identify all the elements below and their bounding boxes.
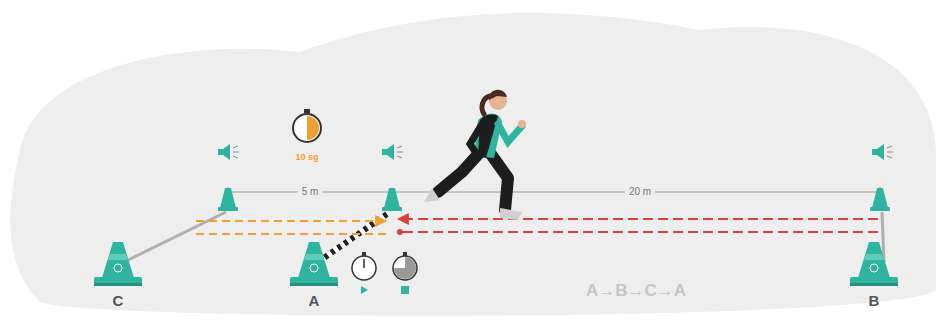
stopwatch-stop [393, 252, 417, 294]
distance-label: 20 m [625, 186, 655, 197]
cone-shape [848, 240, 900, 290]
stopwatch-start [352, 252, 376, 294]
guide-line [124, 212, 226, 262]
checkered-line [318, 212, 390, 262]
small-cone [870, 188, 890, 211]
cone-marker: A [288, 240, 340, 318]
small-cone [218, 188, 238, 211]
small-cone [382, 188, 402, 211]
sequence-label: A→B→C→A [582, 281, 690, 301]
run-path-arrow [400, 231, 878, 233]
speaker-icon [872, 144, 893, 160]
timer-label: 10 sg [291, 152, 322, 162]
cone-marker: B [848, 240, 900, 318]
timer-icon [293, 109, 321, 142]
cone-letter: B [848, 292, 900, 309]
speaker-icon [218, 144, 239, 160]
run-path-arrow [398, 218, 878, 220]
run-path-arrow [196, 220, 386, 222]
cone-shape [288, 240, 340, 290]
distance-label: 5 m [298, 186, 323, 197]
cone-shape [92, 240, 144, 290]
cone-letter: A [288, 292, 340, 309]
checkered-line [318, 212, 390, 262]
speaker-icon [382, 144, 403, 160]
run-path-arrow [196, 233, 386, 235]
cone-marker: C [92, 240, 144, 318]
path-dot [397, 229, 403, 235]
background-cloud [10, 13, 936, 316]
runner-figure [424, 90, 526, 220]
cone-letter: C [92, 292, 144, 309]
